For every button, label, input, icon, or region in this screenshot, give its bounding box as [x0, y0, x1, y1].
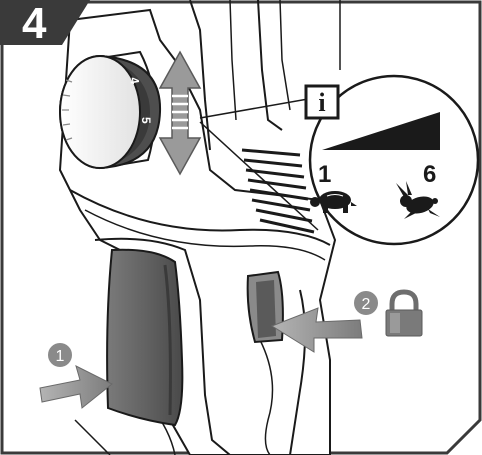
speed-dial: 4 5 — [60, 52, 160, 168]
info-icon: i — [318, 88, 325, 117]
callout-2-number: 2 — [362, 296, 371, 313]
info-box: i — [306, 86, 338, 118]
callout-1-number: 1 — [56, 348, 65, 365]
step-number: 4 — [22, 0, 47, 48]
callout-1: 1 — [47, 342, 73, 368]
speed-max-label: 6 — [423, 161, 436, 188]
callout-2: 2 — [353, 290, 379, 316]
dial-mark-5: 5 — [139, 117, 153, 124]
speed-min-label: 1 — [318, 161, 331, 188]
